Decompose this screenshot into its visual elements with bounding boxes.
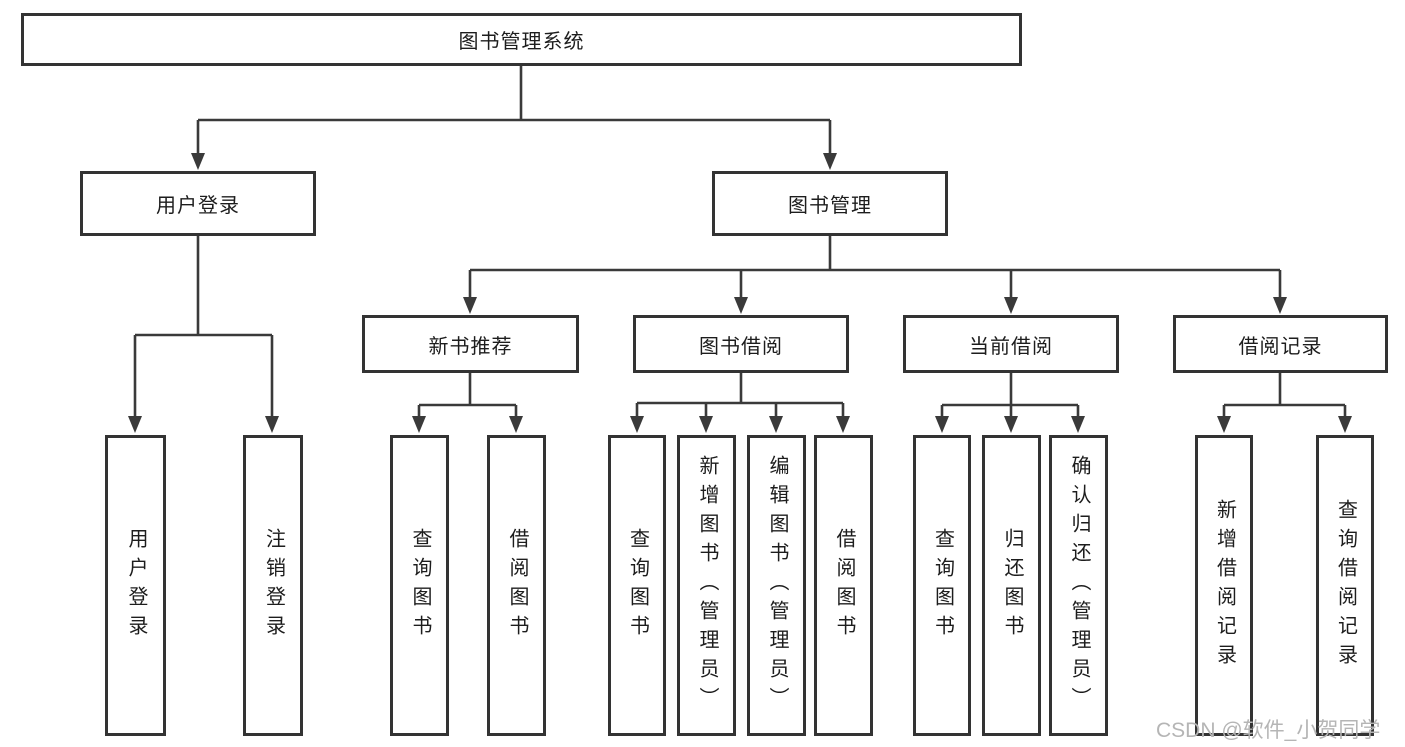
node-book-management: 图书管理	[712, 171, 948, 236]
node-current-borrow: 当前借阅	[903, 315, 1119, 373]
leaf-query-books-recommend: 查询图书	[390, 435, 449, 736]
node-label: 用户登录	[156, 195, 240, 217]
leaf-query-borrow-record: 查询借阅记录	[1316, 435, 1374, 736]
csdn-watermark: CSDN @软件_小贺同学	[1156, 719, 1381, 742]
node-label: 图书借阅	[699, 335, 783, 358]
leaf-label: 查询图书	[626, 527, 649, 644]
leaf-label: 查询图书	[931, 527, 954, 644]
leaf-label: 确认归还（管理员）	[1068, 455, 1090, 716]
leaf-query-books-current: 查询图书	[913, 435, 971, 736]
node-borrow-records: 借阅记录	[1173, 315, 1388, 373]
leaf-label: 借阅图书	[506, 527, 528, 644]
leaf-edit-book-admin: 编辑图书（管理员）	[747, 435, 806, 736]
leaf-add-borrow-record: 新增借阅记录	[1195, 435, 1253, 736]
leaf-label: 新增图书（管理员）	[696, 455, 718, 716]
leaf-logout: 注销登录	[243, 435, 303, 736]
leaf-label: 新增借阅记录	[1213, 498, 1236, 673]
leaf-label: 用户登录	[125, 527, 147, 644]
leaf-confirm-return-admin: 确认归还（管理员）	[1049, 435, 1108, 736]
leaf-borrow-books-borrow: 借阅图书	[814, 435, 873, 736]
node-book-management-system: 图书管理系统	[21, 13, 1022, 66]
leaf-label: 查询图书	[409, 527, 431, 644]
node-label: 图书管理系统	[458, 31, 585, 53]
leaf-query-books-borrow: 查询图书	[608, 435, 666, 736]
node-label: 新书推荐	[428, 335, 513, 358]
node-label: 当前借阅	[969, 335, 1053, 358]
node-label: 借阅记录	[1238, 335, 1323, 358]
leaf-label: 编辑图书（管理员）	[766, 455, 788, 716]
node-label: 图书管理	[788, 195, 872, 217]
leaf-add-book-admin: 新增图书（管理员）	[677, 435, 736, 736]
leaf-label: 注销登录	[262, 527, 285, 644]
leaf-user-login: 用户登录	[105, 435, 166, 736]
node-user-login: 用户登录	[80, 171, 316, 236]
leaf-borrow-books-recommend: 借阅图书	[487, 435, 546, 736]
leaf-label: 归还图书	[1001, 527, 1023, 644]
leaf-label: 借阅图书	[833, 527, 855, 644]
leaf-label: 查询借阅记录	[1334, 498, 1357, 673]
leaf-return-book: 归还图书	[982, 435, 1041, 736]
node-new-book-recommend: 新书推荐	[362, 315, 579, 373]
node-book-borrow: 图书借阅	[633, 315, 849, 373]
